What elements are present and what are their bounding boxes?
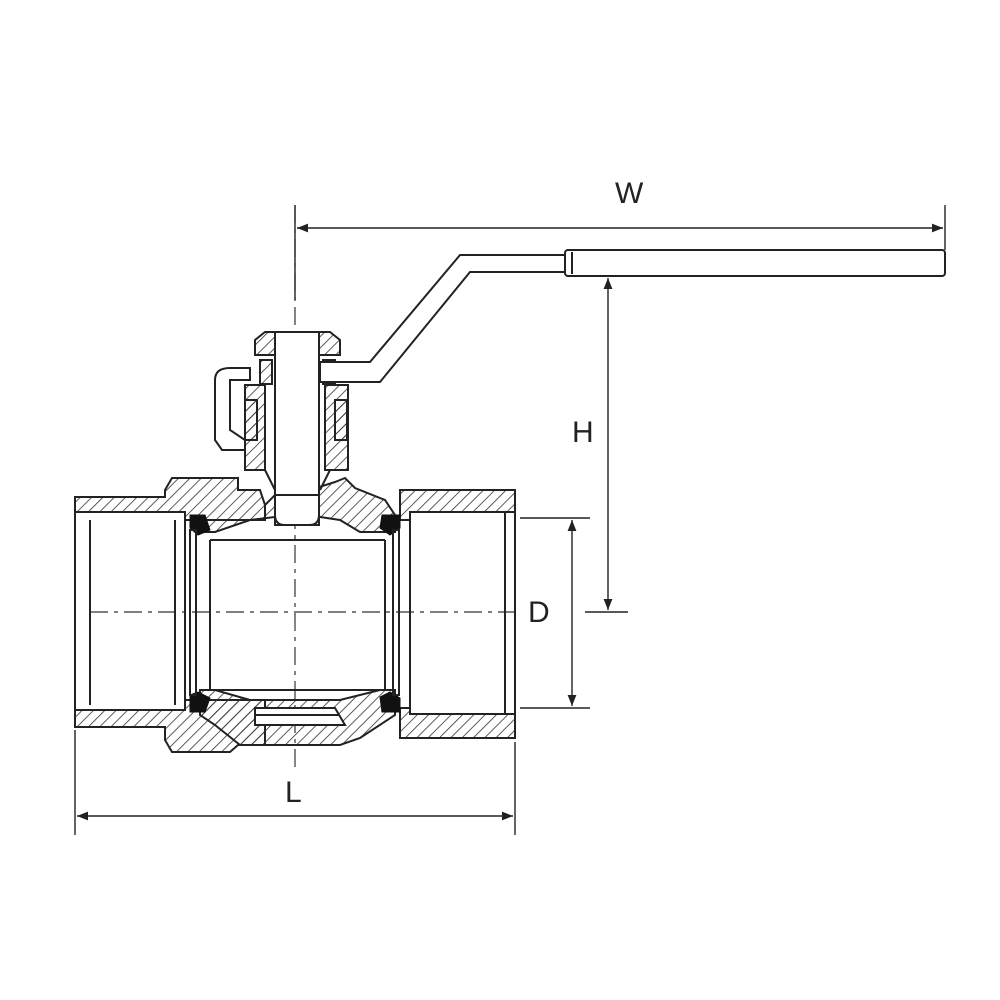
lever-handle	[319, 249, 946, 383]
height-label: H	[572, 416, 594, 449]
diameter-label: D	[528, 596, 550, 629]
right-body-end	[399, 489, 516, 739]
ball-seats	[189, 514, 401, 713]
stem-assembly	[214, 331, 349, 526]
dimension-lines	[74, 205, 946, 835]
width-label: W	[615, 177, 644, 210]
length-label: L	[285, 776, 302, 809]
